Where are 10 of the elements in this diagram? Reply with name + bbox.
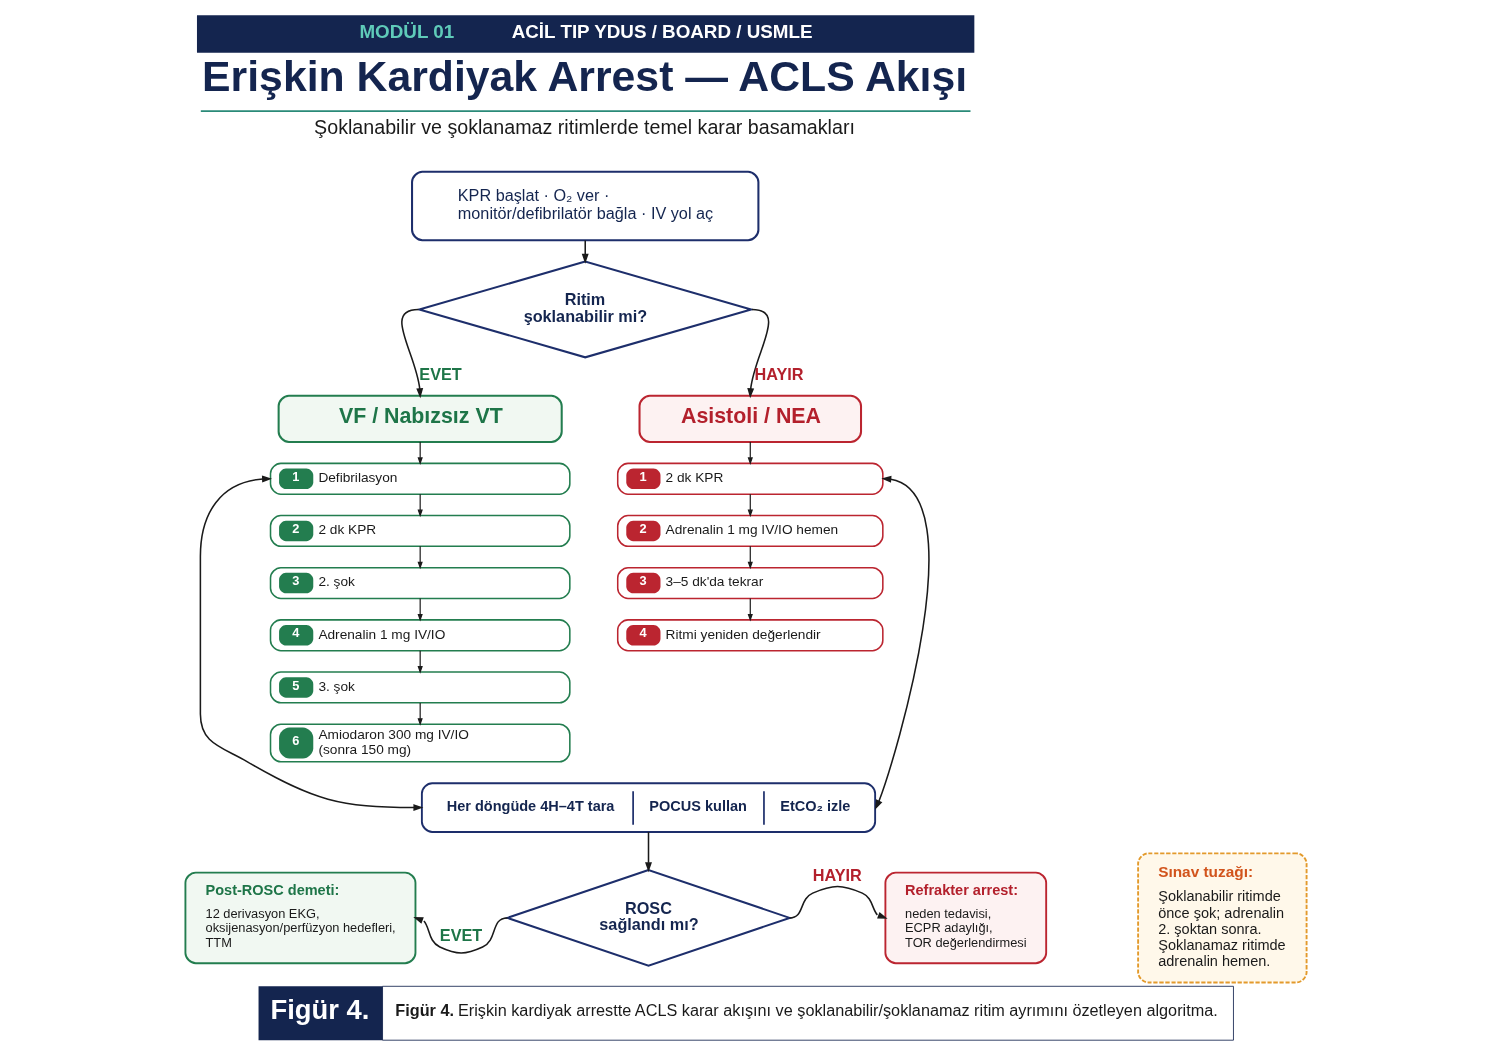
edge-label: HAYIR <box>812 866 862 885</box>
label: MODÜL 01 <box>358 20 454 42</box>
edge-label: HAYIR <box>754 364 804 383</box>
label: ACİL TIP YDUS / BOARD / USMLE <box>511 20 812 42</box>
label: Figür 4. <box>270 994 369 1026</box>
label: Şoklanabilir ve şoklanamaz ritimlerde temel karar basamakları <box>313 116 855 139</box>
caption: Figür 4. Erişkin kardiyak arrestte ACLS karar akışını ve şoklanabilir/şoklanamaz ritim ayrımını özetleyen algoritma. <box>394 1001 1218 1020</box>
diagram-title: Erişkin Kardiyak Arrest — ACLS Akışı <box>201 52 967 101</box>
edge-label: EVET <box>418 364 462 383</box>
edge-label: EVET <box>439 926 482 945</box>
